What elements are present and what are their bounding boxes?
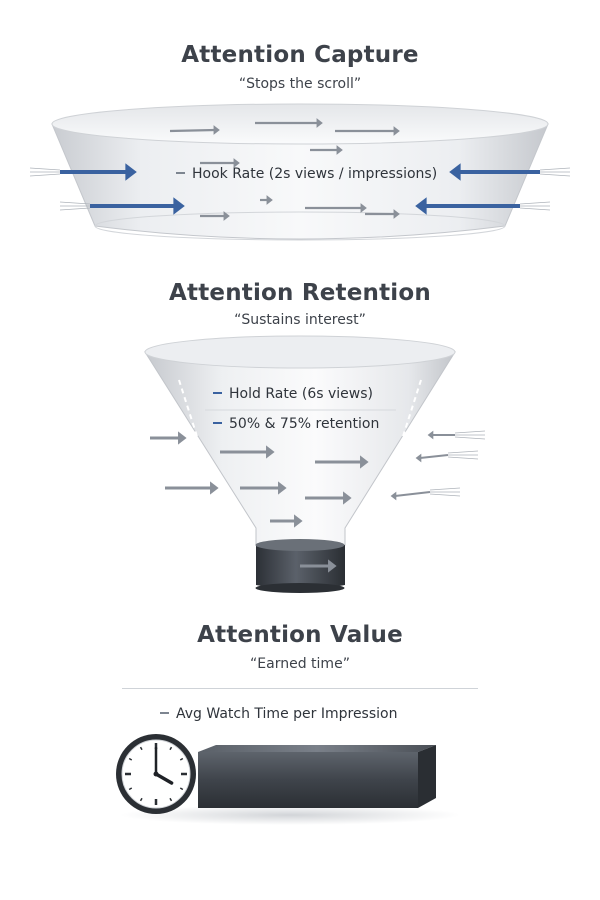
arrow-icon: [176, 172, 185, 174]
arrow-icon: [449, 163, 571, 181]
arrow-icon: [305, 203, 367, 213]
watch-time-metric: Avg Watch Time per Impression: [160, 706, 397, 722]
arrow-icon: [150, 431, 187, 445]
divider: [122, 688, 478, 689]
arrow-icon: [390, 487, 461, 501]
arrow-icon: [305, 491, 352, 505]
arrow-icon: [260, 195, 273, 205]
clock-icon: [116, 734, 196, 814]
value-subtitle: “Earned time”: [250, 656, 350, 672]
value-pedestal: [120, 745, 460, 825]
retention-title: Attention Retention: [169, 280, 431, 306]
arrow-icon: [213, 392, 222, 394]
arrow-icon: [200, 158, 240, 168]
arrow-icon: [300, 559, 337, 573]
retention-metric: 50% & 75% retention: [213, 416, 379, 432]
arrow-icon: [310, 145, 343, 155]
arrow-icon: [365, 209, 400, 219]
retention-subtitle: “Sustains interest”: [234, 312, 366, 328]
capture-title: Attention Capture: [181, 42, 419, 68]
arrow-icon: [160, 712, 169, 714]
arrow-icon: [213, 422, 222, 424]
retention-funnel: [144, 335, 456, 593]
value-title: Attention Value: [197, 622, 403, 648]
capture-subtitle: “Stops the scroll”: [238, 76, 362, 92]
arrow-icon: [169, 125, 220, 135]
hook-rate-label: Hook Rate (2s views / impressions): [192, 166, 438, 182]
arrow-icon: [165, 481, 219, 495]
arrow-icon: [415, 197, 551, 215]
watch-time-label: Avg Watch Time: [176, 706, 289, 722]
arrow-icon: [29, 163, 137, 181]
arrow-icon: [59, 197, 185, 215]
arrow-icon: [315, 455, 369, 469]
arrow-icon: [220, 445, 275, 459]
flow-arrows: [150, 118, 486, 573]
arrow-icon: [200, 211, 230, 221]
arrow-icon: [270, 514, 303, 528]
arrow-icon: [240, 481, 287, 495]
hook-rate-metric: Hook Rate (2s views / impressions): [176, 166, 437, 182]
retention-label: 50% & 75% retention: [229, 416, 380, 432]
hold-rate-label: Hold Rate (6s views): [229, 386, 373, 402]
watch-time-suffix: per Impression: [293, 706, 398, 722]
arrow-icon: [335, 126, 400, 136]
hold-rate-metric: Hold Rate (6s views): [213, 386, 373, 402]
inflow-arrows: [29, 163, 571, 215]
arrow-icon: [427, 430, 486, 440]
arrow-icon: [415, 450, 479, 463]
arrow-icon: [255, 118, 323, 128]
